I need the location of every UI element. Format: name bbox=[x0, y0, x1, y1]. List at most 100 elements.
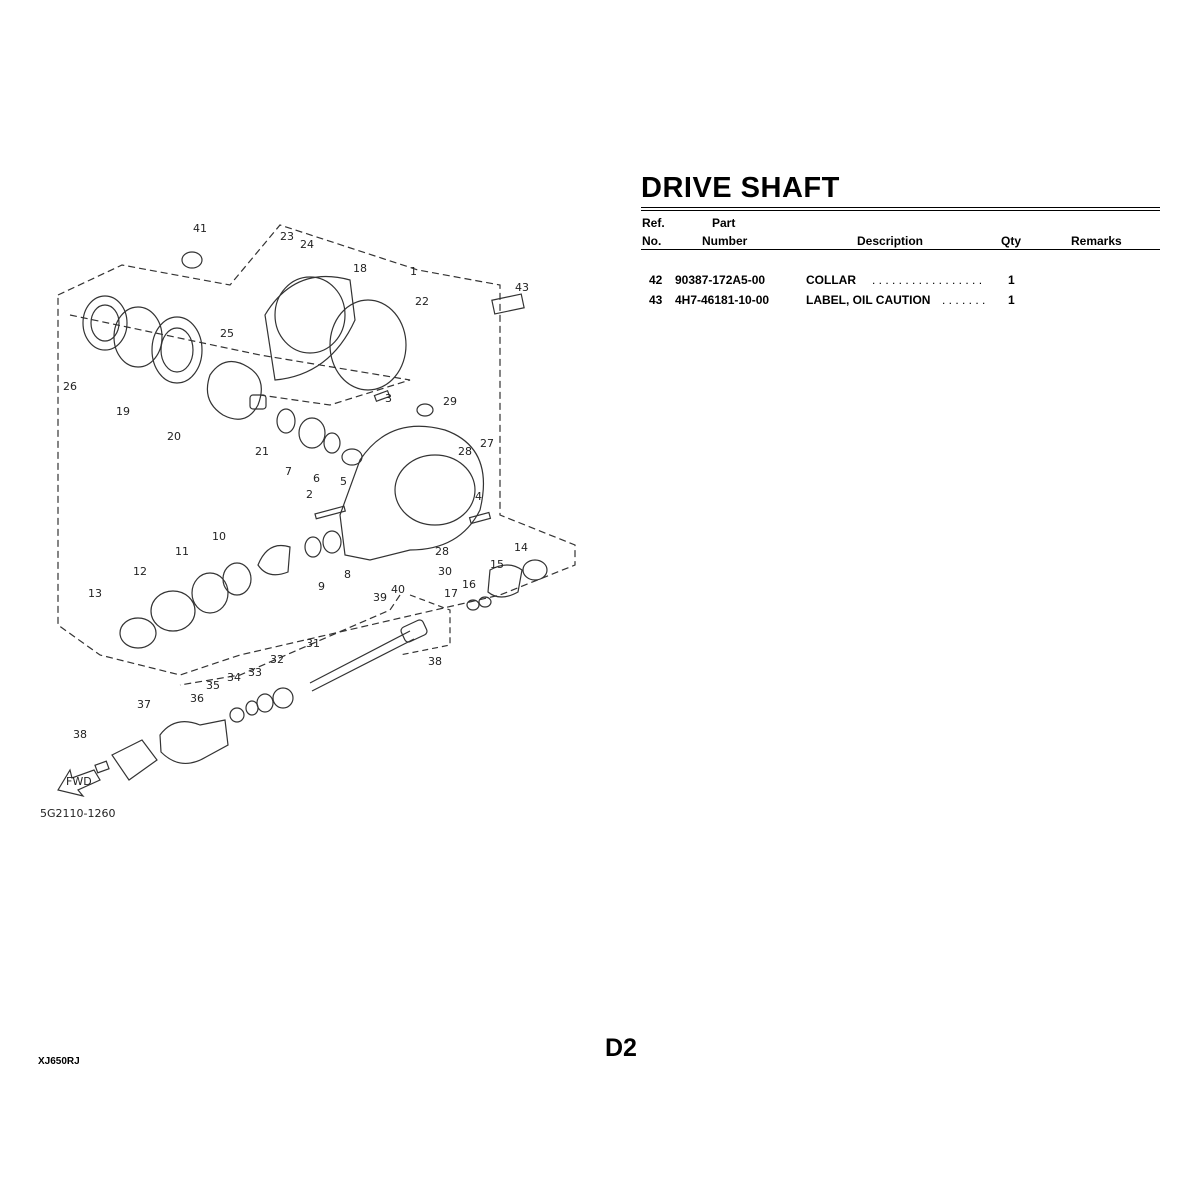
callout-label: 21 bbox=[255, 445, 269, 458]
callout-label: 9 bbox=[318, 580, 325, 593]
ring-gear bbox=[206, 360, 262, 420]
page-code: D2 bbox=[605, 1034, 637, 1062]
drive-shaft-31 bbox=[309, 630, 415, 692]
row-qty: 1 bbox=[1008, 273, 1015, 287]
callout-label: 16 bbox=[462, 578, 476, 591]
callout-label: 10 bbox=[212, 530, 226, 543]
callout-label: 15 bbox=[490, 558, 504, 571]
callout-label: 36 bbox=[190, 692, 204, 705]
drive-pinion bbox=[257, 544, 291, 576]
exploded-parts-diagram: 41 23 24 1 18 43 22 25 26 19 20 21 3 29 … bbox=[40, 222, 576, 820]
model-code: XJ650RJ bbox=[38, 1056, 80, 1067]
callout-label: 8 bbox=[344, 568, 351, 581]
flange bbox=[111, 739, 158, 781]
callout-label: 19 bbox=[116, 405, 130, 418]
callout-label: 6 bbox=[313, 472, 320, 485]
callout-label: 12 bbox=[133, 565, 147, 578]
washer-16 bbox=[478, 596, 492, 608]
row-ref: 42 bbox=[649, 273, 663, 287]
seal-14 bbox=[522, 559, 548, 581]
callout-label: 24 bbox=[300, 238, 314, 251]
row-description: LABEL, OIL CAUTION bbox=[806, 293, 931, 307]
callout-label: 37 bbox=[137, 698, 151, 711]
row-part-number: 4H7-46181-10-00 bbox=[675, 293, 770, 307]
callout-label: 43 bbox=[515, 281, 529, 294]
universal-joint-yoke-38 bbox=[159, 719, 229, 764]
callout-label: 34 bbox=[227, 671, 241, 684]
header-ref-line1: Ref. bbox=[642, 216, 665, 230]
final-gear-case-1 bbox=[339, 425, 484, 561]
callout-label: 4 bbox=[475, 490, 482, 503]
callout-label: 31 bbox=[306, 637, 320, 650]
callout-label: 29 bbox=[443, 395, 457, 408]
row-leader: . . . . . . . . . . . . . . . . . bbox=[872, 273, 983, 287]
label-43 bbox=[491, 293, 525, 315]
o-ring-22 bbox=[329, 299, 407, 391]
drawing-code: 5G2110-1260 bbox=[40, 807, 115, 820]
title-rule-top bbox=[641, 207, 1160, 208]
oil-seal-26 bbox=[82, 295, 128, 351]
callout-label: 17 bbox=[444, 587, 458, 600]
circlip-13 bbox=[119, 617, 157, 649]
coupling-15 bbox=[487, 564, 523, 598]
bearing-housing-18 bbox=[264, 276, 356, 381]
callout-label: 30 bbox=[438, 565, 452, 578]
callout-label: 18 bbox=[353, 262, 367, 275]
callout-label: 22 bbox=[415, 295, 429, 308]
o-ring-19 bbox=[113, 306, 163, 368]
header-qty: Qty bbox=[1001, 234, 1022, 248]
collar-42 bbox=[181, 251, 203, 269]
callout-label: 26 bbox=[63, 380, 77, 393]
callout-label: 7 bbox=[285, 465, 292, 478]
o-ring-10 bbox=[222, 562, 252, 596]
oil-seal-32 bbox=[272, 687, 294, 709]
row-description: COLLAR bbox=[806, 273, 856, 287]
assembly-outline bbox=[57, 224, 576, 676]
callout-label: 28 bbox=[435, 545, 449, 558]
callout-label: 3 bbox=[385, 392, 392, 405]
bolt-39 bbox=[94, 760, 110, 774]
bearing-8 bbox=[322, 530, 342, 554]
callout-label: 38 bbox=[73, 728, 87, 741]
bearing-retainer-12 bbox=[150, 590, 196, 632]
callout-label: 14 bbox=[514, 541, 528, 554]
callout-label: 27 bbox=[480, 437, 494, 450]
row-leader: . . . . . . . bbox=[942, 293, 986, 307]
row-ref: 43 bbox=[649, 293, 663, 307]
callout-label: 39 bbox=[373, 591, 387, 604]
callout-label: 23 bbox=[280, 230, 294, 243]
header-part-line2: Number bbox=[702, 234, 748, 248]
callout-label: 1 bbox=[410, 265, 417, 278]
row-qty: 1 bbox=[1008, 293, 1015, 307]
header-description: Description bbox=[857, 234, 924, 248]
shim-21 bbox=[276, 408, 296, 434]
stud-4 bbox=[468, 511, 492, 525]
callout-label: 33 bbox=[248, 666, 262, 679]
bearing-7 bbox=[298, 417, 326, 449]
header-ref-line2: No. bbox=[642, 234, 662, 248]
diagram-callouts: 41 23 24 1 18 43 22 25 26 19 20 21 3 29 … bbox=[40, 222, 529, 820]
washer-34 bbox=[245, 700, 259, 716]
bearing-33 bbox=[256, 693, 274, 713]
callout-label: 2 bbox=[306, 488, 313, 501]
header-part-line1: Part bbox=[712, 216, 736, 230]
nut-17 bbox=[466, 599, 480, 611]
header-remarks: Remarks bbox=[1071, 234, 1122, 248]
bearing-11 bbox=[191, 572, 229, 614]
callout-label: 13 bbox=[88, 587, 102, 600]
callout-label: 38 bbox=[428, 655, 442, 668]
callout-label: 28 bbox=[458, 445, 472, 458]
title-rule-bottom bbox=[641, 210, 1160, 211]
header-rule bbox=[641, 249, 1160, 250]
nut-35 bbox=[229, 707, 245, 723]
fwd-arrow bbox=[57, 768, 101, 798]
callout-label: 25 bbox=[220, 327, 234, 340]
plug-29 bbox=[416, 403, 434, 417]
row-part-number: 90387-172A5-00 bbox=[675, 273, 766, 287]
shim-6 bbox=[323, 432, 341, 454]
shim-9 bbox=[304, 536, 322, 558]
callout-label: 20 bbox=[167, 430, 181, 443]
callout-label: 5 bbox=[340, 475, 347, 488]
stud-2 bbox=[314, 505, 347, 520]
fwd-label: FWD bbox=[66, 775, 92, 788]
